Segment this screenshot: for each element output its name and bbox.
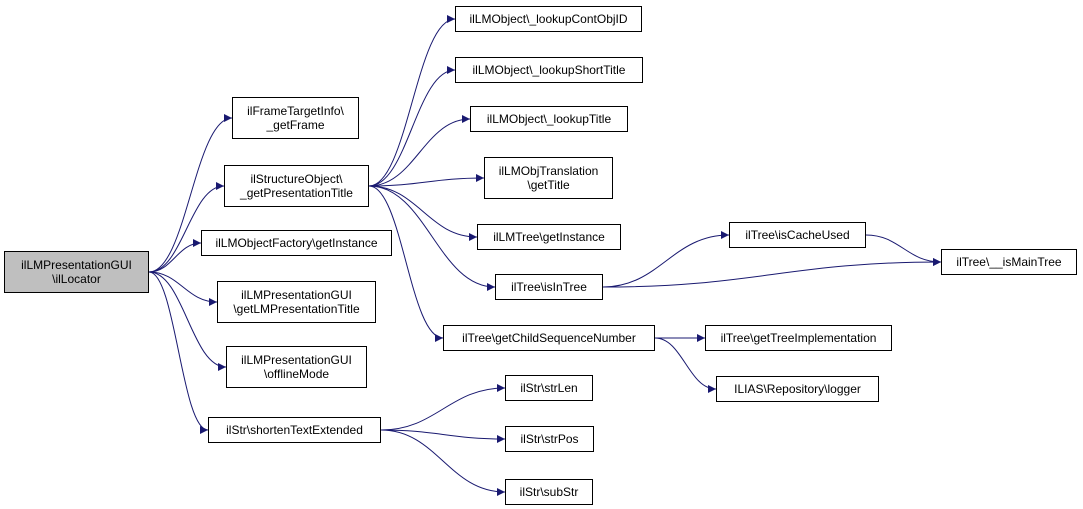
node-offline-mode-line-1: \offlineMode [263, 367, 330, 381]
node-lmtree-instance[interactable]: ilLMTree\getInstance [477, 224, 621, 250]
edge-shorten_text-to-str_len [380, 384, 506, 431]
node-structure-title-line-0: ilStructureObject\ [250, 172, 343, 186]
node-main-tree-line-0: ilTree\__isMainTree [956, 255, 1062, 269]
node-lookup-cont[interactable]: ilLMObject\_lookupContObjID [455, 6, 642, 32]
edge-root-to-structure_title [148, 182, 225, 273]
node-sub-str-line-0: ilStr\subStr [519, 485, 579, 499]
node-child-seq-line-0: ilTree\getChildSequenceNumber [462, 331, 636, 345]
node-main-tree[interactable]: ilTree\__isMainTree [941, 249, 1077, 275]
node-str-len-line-0: ilStr\strLen [520, 381, 578, 395]
edge-root-to-offline_mode [148, 271, 227, 371]
node-tree-impl[interactable]: ilTree\getTreeImplementation [705, 325, 892, 351]
edge-shorten_text-to-sub_str [380, 429, 506, 496]
node-lookup-title[interactable]: ilLMObject\_lookupTitle [470, 106, 628, 132]
edge-root-to-obj_factory [148, 239, 202, 273]
node-str-pos[interactable]: ilStr\strPos [505, 426, 594, 452]
node-obj-factory[interactable]: ilLMObjectFactory\getInstance [201, 230, 392, 256]
node-obj-translation-line-0: ilLMObjTranslation [498, 164, 599, 178]
edge-root-to-lm_pres_title [148, 271, 218, 306]
edge-root-to-frame_target [148, 114, 233, 273]
node-repo-logger[interactable]: ILIAS\Repository\logger [716, 376, 879, 402]
node-obj-factory-line-0: ilLMObjectFactory\getInstance [215, 236, 378, 250]
node-lookup-short-line-0: ilLMObject\_lookupShortTitle [472, 63, 626, 77]
edge-structure_title-to-lookup_cont [368, 15, 456, 187]
node-cache-used[interactable]: ilTree\isCacheUsed [729, 222, 866, 248]
node-obj-translation[interactable]: ilLMObjTranslation \getTitle [484, 157, 613, 199]
node-child-seq[interactable]: ilTree\getChildSequenceNumber [443, 325, 655, 351]
edge-root-to-shorten_text [148, 271, 209, 434]
node-root[interactable]: ilLMPresentationGUI \ilLocator [4, 251, 149, 293]
edge-structure_title-to-lookup_title [368, 115, 471, 187]
node-lm-pres-title[interactable]: ilLMPresentationGUI \getLMPresentationTi… [217, 281, 376, 323]
node-is-in-tree-line-0: ilTree\isInTree [511, 280, 587, 294]
node-offline-mode-line-0: ilLMPresentationGUI [241, 353, 352, 367]
node-repo-logger-line-0: ILIAS\Repository\logger [734, 382, 861, 396]
node-shorten-text-line-0: ilStr\shortenTextExtended [226, 423, 363, 437]
node-root-line-0: ilLMPresentationGUI [21, 258, 132, 272]
edge-structure_title-to-is_in_tree [368, 185, 496, 291]
node-lm-pres-title-line-1: \getLMPresentationTitle [233, 302, 360, 316]
node-frame-target-line-1: _getFrame [266, 118, 325, 132]
edge-structure_title-to-lookup_short [368, 66, 456, 187]
node-lookup-title-line-0: ilLMObject\_lookupTitle [486, 112, 612, 126]
node-tree-impl-line-0: ilTree\getTreeImplementation [720, 331, 877, 345]
node-obj-translation-line-1: \getTitle [527, 178, 570, 192]
edge-cache_used-to-main_tree [865, 234, 942, 266]
node-lookup-cont-line-0: ilLMObject\_lookupContObjID [469, 12, 628, 26]
node-lm-pres-title-line-0: ilLMPresentationGUI [241, 288, 352, 302]
node-offline-mode[interactable]: ilLMPresentationGUI \offlineMode [226, 346, 367, 388]
node-sub-str[interactable]: ilStr\subStr [505, 479, 593, 505]
node-cache-used-line-0: ilTree\isCacheUsed [745, 228, 850, 242]
node-lmtree-instance-line-0: ilLMTree\getInstance [493, 230, 605, 244]
edge-structure_title-to-child_seq [368, 185, 444, 342]
edge-structure_title-to-obj_translation [368, 174, 485, 187]
node-str-len[interactable]: ilStr\strLen [505, 375, 593, 401]
node-root-line-1: \ilLocator [52, 272, 101, 286]
edge-is_in_tree-to-main_tree [602, 258, 942, 288]
edge-structure_title-to-lmtree_instance [368, 185, 478, 241]
node-lookup-short[interactable]: ilLMObject\_lookupShortTitle [455, 57, 643, 83]
node-structure-title[interactable]: ilStructureObject\ _getPresentationTitle [224, 165, 369, 207]
node-frame-target[interactable]: ilFrameTargetInfo\ _getFrame [232, 97, 359, 139]
node-str-pos-line-0: ilStr\strPos [520, 432, 579, 446]
node-is-in-tree[interactable]: ilTree\isInTree [495, 274, 603, 300]
edge-child_seq-to-repo_logger [654, 337, 717, 393]
edge-shorten_text-to-str_pos [380, 429, 506, 443]
node-frame-target-line-0: ilFrameTargetInfo\ [247, 104, 344, 118]
node-structure-title-line-1: _getPresentationTitle [240, 186, 353, 200]
edge-is_in_tree-to-cache_used [602, 231, 730, 288]
node-shorten-text[interactable]: ilStr\shortenTextExtended [208, 417, 381, 443]
